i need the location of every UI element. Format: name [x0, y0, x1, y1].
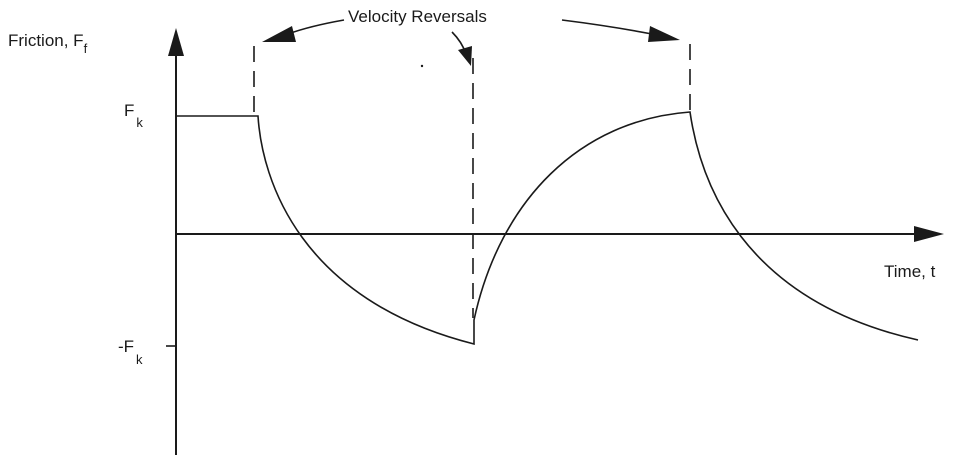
x-axis-arrowhead: [914, 226, 944, 242]
tick-label-negative-subscript: k: [136, 352, 143, 367]
friction-curve: [176, 111, 919, 346]
reversal-arrow-1-head: [262, 26, 296, 42]
tick-label-positive: Fk: [124, 101, 143, 130]
reversal-arrow-1: [287, 19, 345, 35]
reversal-arrow-3: [561, 19, 653, 35]
stray-dot: [420, 64, 424, 68]
tick-label-positive-subscript: k: [136, 115, 143, 130]
velocity-reversals-label: Velocity Reversals: [348, 7, 487, 26]
reversal-arrow-3-head: [648, 26, 680, 42]
y-axis-arrowhead: [168, 28, 184, 56]
tick-label-negative: -Fk: [118, 337, 143, 367]
tick-label-negative-text: -F: [118, 337, 134, 356]
tick-label-positive-text: F: [124, 101, 134, 120]
y-axis-label-subscript: f: [84, 41, 88, 56]
y-axis-label: Friction, Ff: [8, 31, 88, 56]
x-axis-label: Time, t: [884, 262, 936, 281]
y-axis-label-text: Friction, F: [8, 31, 84, 50]
reversal-arrow-2-head: [458, 46, 472, 66]
